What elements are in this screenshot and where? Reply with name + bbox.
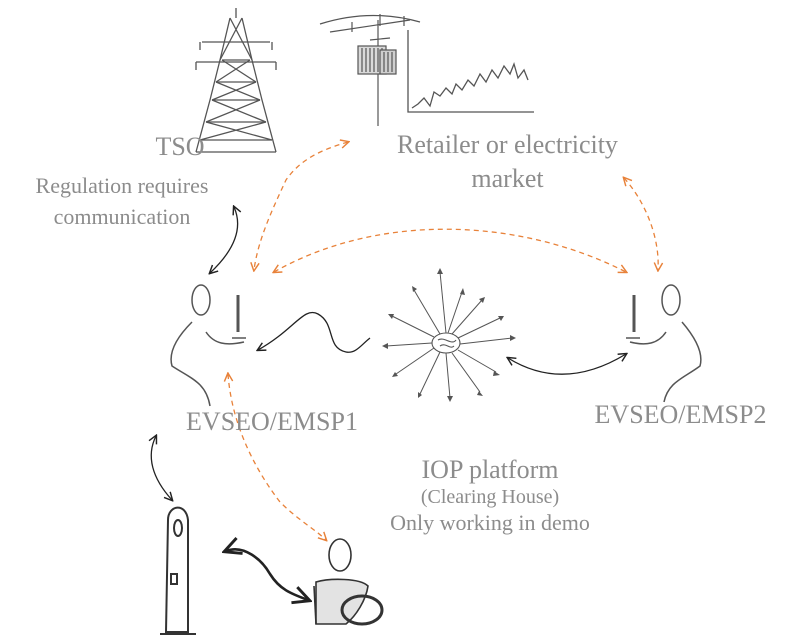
iop-platform-title: IOP platform xyxy=(421,455,559,484)
retailer-label-line: Retailer or electricity xyxy=(397,130,618,159)
ev-charging-station-icon xyxy=(160,506,196,635)
tso-title: TSO xyxy=(155,132,205,161)
iop-platform-note: Only working in demo xyxy=(390,510,590,535)
dashed-links xyxy=(228,142,658,540)
power-pylon-icon xyxy=(195,8,277,153)
evseo-emsp2-label: EVSEO/EMSP2 xyxy=(594,400,767,429)
tso-note-line: Regulation requires xyxy=(35,173,209,198)
evseo-emsp1-label: EVSEO/EMSP1 xyxy=(186,407,358,436)
tso-note-line: communication xyxy=(53,204,191,229)
price-chart-icon xyxy=(407,30,534,113)
retailer-label-line: market xyxy=(471,164,544,193)
operator-at-computer-icon xyxy=(170,284,246,407)
utility-pole-transformer-icon xyxy=(319,14,421,126)
iop-platform-subtitle: (Clearing House) xyxy=(420,486,560,508)
driver-with-card-icon xyxy=(313,538,384,626)
operator-at-computer-icon xyxy=(626,284,702,403)
tso-regulation-note: Regulation requires communication xyxy=(2,170,242,232)
solid-links xyxy=(151,207,626,600)
hub-network-icon xyxy=(382,268,516,402)
retailer-label: Retailer or electricity market xyxy=(370,128,645,196)
